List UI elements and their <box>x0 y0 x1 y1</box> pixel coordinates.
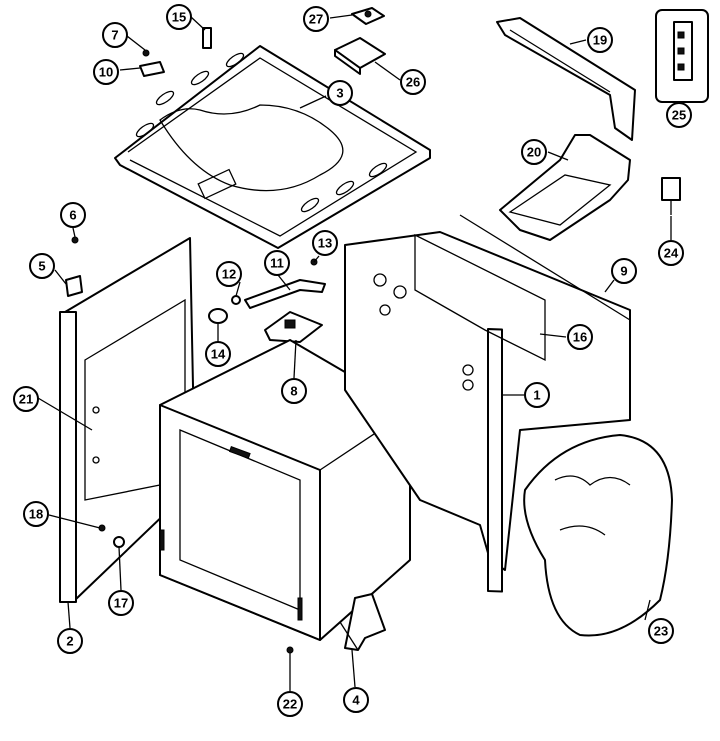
callout-label: 13 <box>318 236 332 251</box>
callout-label: 14 <box>211 347 226 362</box>
part-24-switch <box>661 177 681 215</box>
part-oven-cavity <box>159 339 412 641</box>
callout-8: 8 <box>281 378 307 404</box>
callout-label: 23 <box>654 624 668 639</box>
callout-10: 10 <box>93 59 119 85</box>
callout-label: 18 <box>29 507 43 522</box>
callout-6: 6 <box>60 202 86 228</box>
callout-7: 7 <box>102 22 128 48</box>
part-19-trim <box>496 17 636 141</box>
callout-16: 16 <box>567 324 593 350</box>
callout-9: 9 <box>611 258 637 284</box>
callout-label: 3 <box>336 86 343 101</box>
part-6-screw <box>71 236 79 244</box>
callout-4: 4 <box>343 687 369 713</box>
callout-5: 5 <box>29 253 55 279</box>
callout-label: 24 <box>664 246 679 261</box>
callout-15: 15 <box>166 4 192 30</box>
callout-label: 4 <box>352 693 360 708</box>
callout-label: 11 <box>270 256 284 271</box>
callout-26: 26 <box>400 69 426 95</box>
callout-label: 15 <box>172 10 186 25</box>
callout-label: 26 <box>406 75 420 90</box>
callout-label: 6 <box>69 208 76 223</box>
part-5-bracket <box>65 275 83 297</box>
part-17-clip <box>113 536 125 548</box>
callout-25: 25 <box>666 102 692 128</box>
callout-label: 25 <box>672 108 686 123</box>
callout-label: 5 <box>38 259 45 274</box>
leader-lines <box>37 14 672 691</box>
callout-11: 11 <box>264 250 290 276</box>
part-25-group <box>655 9 709 103</box>
callout-label: 21 <box>19 392 33 407</box>
part-26-block <box>334 37 386 75</box>
callout-label: 10 <box>99 65 113 80</box>
callout-label: 1 <box>533 388 540 403</box>
callout-18: 18 <box>23 501 49 527</box>
callout-27: 27 <box>303 6 329 32</box>
callout-17: 17 <box>108 590 134 616</box>
part-16-insulation-sheet <box>414 233 546 362</box>
callout-label: 19 <box>593 33 607 48</box>
part-22-screw <box>286 646 294 654</box>
callout-label: 12 <box>222 267 236 282</box>
callout-label: 27 <box>309 12 323 27</box>
callout-14: 14 <box>205 341 231 367</box>
part-7-screw <box>142 49 150 57</box>
callout-label: 16 <box>573 330 587 345</box>
part-4-hinge <box>339 593 386 651</box>
part-12-grommet <box>231 295 241 305</box>
part-rear-panel <box>344 214 631 593</box>
part-23-insulation <box>523 434 673 637</box>
callout-label: 7 <box>111 28 118 43</box>
callout-label: 8 <box>290 384 297 399</box>
callout-1: 1 <box>524 382 550 408</box>
callout-label: 17 <box>114 596 128 611</box>
part-15-clip <box>202 27 212 49</box>
part-20-vent-duct <box>499 134 631 241</box>
callout-2: 2 <box>57 628 83 654</box>
callout-21: 21 <box>13 386 39 412</box>
callout-label: 2 <box>66 634 73 649</box>
callout-22: 22 <box>277 691 303 717</box>
callout-label: 20 <box>527 145 541 160</box>
part-11-bracket <box>244 279 326 309</box>
part-14-knob <box>208 308 228 324</box>
part-27-bracket <box>351 7 385 25</box>
callout-3: 3 <box>327 80 353 106</box>
part-8-hinge-bracket <box>264 311 323 343</box>
callout-13: 13 <box>312 230 338 256</box>
part-10-clip <box>139 61 165 77</box>
callout-12: 12 <box>216 261 242 287</box>
callout-label: 9 <box>620 264 627 279</box>
callout-20: 20 <box>521 139 547 165</box>
part-oven-top-panel <box>114 45 431 249</box>
callout-23: 23 <box>648 618 674 644</box>
callout-label: 22 <box>283 697 297 712</box>
callout-24: 24 <box>658 240 684 266</box>
callout-19: 19 <box>587 27 613 53</box>
